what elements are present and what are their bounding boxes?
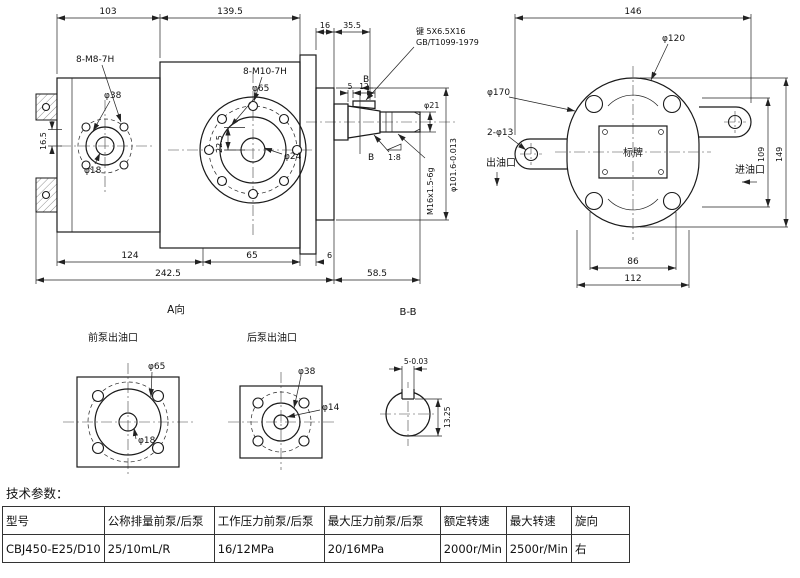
front-pump-outlet-view: 前泵出油口 φ65 φ18 bbox=[63, 331, 193, 476]
outlet-label: 出油口 bbox=[486, 156, 516, 169]
end-view: 标牌 146 φ120 φ170 bbox=[486, 7, 789, 288]
cell-rated-speed: 2000r/Min bbox=[439, 534, 507, 563]
dim-6: 6 bbox=[327, 251, 332, 260]
col-rated-speed: 额定转速 bbox=[439, 506, 507, 535]
section-mark-b-bottom: B bbox=[368, 153, 374, 163]
spec-table-value-row: CBJ450-E25/D10 25/10mL/R 16/12MPa 20/16M… bbox=[2, 534, 630, 563]
dim-139-5: 139.5 bbox=[217, 7, 243, 17]
thread-callout-8m10: 8-M10-7H bbox=[243, 67, 287, 77]
params-title: 技术参数： bbox=[6, 486, 69, 501]
dia-101-6: φ101.6-0.013 bbox=[449, 138, 458, 192]
thread-m16: M16x1.5-6g bbox=[426, 167, 435, 215]
dim-22-5: 22.5 bbox=[215, 135, 224, 153]
dim-5: 5 bbox=[348, 82, 353, 91]
col-max-pressure: 最大压力前泵/后泵 bbox=[323, 506, 441, 535]
engineering-drawing: 103 139.5 16 35.5 5 12 键 5X6.5X16 GB/T10… bbox=[35, 7, 789, 476]
nameplate: 标牌 bbox=[598, 125, 668, 179]
front-port-centerlines bbox=[63, 363, 193, 476]
cell-model: CBJ450-E25/D10 bbox=[2, 534, 105, 563]
front-port-flange bbox=[76, 376, 180, 468]
cell-working-pressure: 16/12MPa bbox=[213, 534, 325, 563]
dim-103: 103 bbox=[99, 7, 116, 17]
rear-port-title: 后泵出油口 bbox=[247, 331, 297, 344]
key-spec-line2: GB/T1099-1979 bbox=[416, 38, 479, 47]
thread-callout-8m8: 8-M8-7H bbox=[76, 55, 114, 65]
dia-120: φ120 bbox=[662, 34, 685, 44]
cell-max-pressure: 20/16MPa bbox=[323, 534, 441, 563]
rear-port-centerlines bbox=[228, 372, 334, 470]
cell-rotation: 右 bbox=[570, 534, 630, 563]
dia-21: φ21 bbox=[424, 101, 439, 110]
dim-124: 124 bbox=[121, 251, 138, 261]
side-view-dimensions bbox=[35, 14, 449, 284]
dim-112: 112 bbox=[624, 274, 641, 284]
rear-pump-outlet-view: 后泵出油口 φ38 φ14 bbox=[228, 331, 340, 470]
view-a-label: A向 bbox=[167, 303, 185, 316]
dim-86: 86 bbox=[627, 257, 639, 267]
rear-dia-14: φ14 bbox=[322, 403, 340, 413]
col-working-pressure: 工作压力前泵/后泵 bbox=[213, 506, 325, 535]
col-model: 型号 bbox=[2, 506, 105, 535]
dia-38: φ38 bbox=[104, 91, 122, 101]
rear-dia-38: φ38 bbox=[298, 367, 316, 377]
dim-146: 146 bbox=[624, 7, 641, 17]
dim-16-5: 16.5 bbox=[39, 132, 48, 150]
spec-table: 型号 公称排量前泵/后泵 工作压力前泵/后泵 最大压力前泵/后泵 额定转速 最大… bbox=[2, 506, 630, 563]
side-view-texts: 103 139.5 16 35.5 5 12 键 5X6.5X16 GB/T10… bbox=[39, 7, 479, 316]
dim-58-5: 58.5 bbox=[367, 269, 387, 279]
dim-65: 65 bbox=[246, 251, 257, 261]
front-dia-18: φ18 bbox=[138, 436, 156, 446]
spec-table-header-row: 型号 公称排量前泵/后泵 工作压力前泵/后泵 最大压力前泵/后泵 额定转速 最大… bbox=[2, 506, 630, 535]
holes-2-13: 2-φ13 bbox=[487, 128, 513, 138]
rear-pump-port-face bbox=[199, 96, 307, 204]
dim-149: 149 bbox=[775, 147, 784, 162]
rear-port-flange bbox=[239, 385, 323, 459]
dia-65: φ65 bbox=[252, 84, 269, 94]
dim-16: 16 bbox=[320, 21, 330, 30]
dia-24: φ24 bbox=[284, 152, 302, 162]
inlet-label: 进油口 bbox=[735, 163, 765, 176]
shaft-section-view: B-B 5-0.03 13.25 bbox=[380, 307, 452, 446]
col-rotation: 旋向 bbox=[570, 506, 630, 535]
end-view-dimensions bbox=[494, 14, 789, 288]
section-mark-b-top: B bbox=[363, 75, 369, 85]
front-dia-65: φ65 bbox=[148, 362, 165, 372]
taper-ratio: 1:8 bbox=[388, 153, 401, 162]
dia-170: φ170 bbox=[487, 88, 510, 98]
cell-displacement: 25/10mL/R bbox=[103, 534, 215, 563]
col-displacement: 公称排量前泵/后泵 bbox=[103, 506, 215, 535]
col-max-speed: 最大转速 bbox=[505, 506, 572, 535]
keyway-width-dim: 5-0.03 bbox=[404, 357, 428, 366]
front-pump-port-face bbox=[77, 118, 133, 174]
key-spec-line1: 键 5X6.5X16 bbox=[416, 26, 466, 36]
end-view-centerlines bbox=[520, 66, 746, 240]
end-view-texts: 146 φ120 φ170 2-φ13 出油口 进油口 109 149 86 1… bbox=[486, 7, 784, 284]
dim-109: 109 bbox=[757, 147, 766, 162]
nameplate-text: 标牌 bbox=[623, 146, 643, 159]
keyway-depth-dim: 13.25 bbox=[443, 406, 452, 428]
dim-12: 12 bbox=[359, 82, 369, 91]
section-bb-label: B-B bbox=[400, 307, 417, 318]
dim-35-5: 35.5 bbox=[343, 21, 361, 30]
dim-242-5: 242.5 bbox=[155, 269, 181, 279]
side-view: 103 139.5 16 35.5 5 12 键 5X6.5X16 GB/T10… bbox=[35, 7, 479, 316]
front-port-title: 前泵出油口 bbox=[88, 331, 138, 344]
dia-18: φ18 bbox=[84, 166, 102, 176]
cell-max-speed: 2500r/Min bbox=[505, 534, 572, 563]
pump-body-outline bbox=[35, 54, 421, 255]
